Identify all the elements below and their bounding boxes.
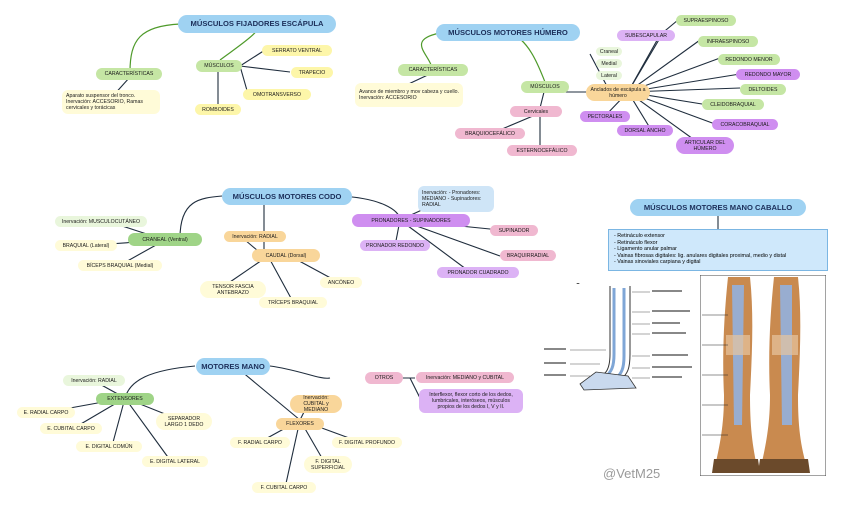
limb-diagram	[540, 284, 698, 402]
codo-title: MÚSCULOS MOTORES CODO	[222, 188, 352, 205]
mano-flex-item: F. DIGITAL SUPERFICIAL	[304, 456, 352, 473]
humero-item: DELTOIDES	[740, 84, 786, 95]
humero-item: SUBESCAPULAR	[617, 30, 675, 41]
fijadores-item: OMOTRANSVERSO	[243, 89, 311, 100]
mano-flex-item: F. CUBITAL CARPO	[252, 482, 316, 493]
humero-cervical-item: BRAQUIOCEFÁLICO	[455, 128, 525, 139]
codo-prono-item: SUPINADOR	[490, 225, 538, 236]
caballo-item: - Vainas sinoviales carpiana y digital	[614, 259, 701, 266]
mano-flex-inerv: Inervación: CUBITAL y MEDIANO	[290, 395, 342, 413]
caballo-item: - Vainas fibrosas digitales: lig. anular…	[614, 252, 787, 259]
humero-item: CLEIDOBRAQUIAL	[702, 99, 764, 110]
humero-position: Medial	[596, 59, 622, 68]
mano-title: MOTORES MANO	[196, 358, 270, 375]
caballo-item: - Retináculo extensor	[614, 233, 665, 239]
fijadores-item: SERRATO VENTRAL	[262, 45, 332, 56]
codo-caudal: CAUDAL (Dorsal)	[252, 249, 320, 262]
codo-caudal-inerv: Inervación: RADIAL	[224, 231, 286, 242]
mano-ext-item: SEPARADOR LARGO 1 DEDO	[156, 413, 212, 430]
caballo-item: - Ligamento anular palmar	[614, 246, 677, 253]
codo-prono-inerv: Inervación: - Pronadores: MEDIANO - Supi…	[418, 186, 494, 212]
humero-item: CORACOBRAQUIAL	[712, 119, 778, 130]
codo-prono: PRONADORES - SUPINADORES	[352, 214, 470, 227]
codo-craneal-item: BÍCEPS BRAQUIAL (Medial)	[78, 260, 162, 271]
codo-craneal-inerv: Inervación: MUSCULOCUTÁNEO	[55, 216, 147, 227]
humero-anclados: Anclados de escápula a húmero	[586, 84, 650, 101]
connector	[129, 23, 181, 73]
humero-cervical-item: ESTERNOCEFÁLICO	[507, 145, 577, 156]
watermark: @VetM25	[603, 466, 661, 481]
humero-item: PECTORALES	[580, 111, 630, 122]
codo-caudal-item: TENSOR FASCIA ANTEBRAZO	[200, 281, 266, 298]
caballo-list: - Retináculo extensor - Retináculo flexo…	[608, 229, 828, 271]
connector	[421, 32, 441, 69]
caballo-title: MÚSCULOS MOTORES MANO CABALLO	[630, 199, 806, 216]
humero-item: SUPRAESPINOSO	[676, 15, 736, 26]
fijadores-title: MÚSCULOS FIJADORES ESCÁPULA	[178, 15, 336, 33]
codo-prono-item: BRAQUIRRADIAL	[500, 250, 556, 261]
fijadores-musculos: MÚSCULOS	[196, 60, 242, 72]
codo-caudal-item: TRÍCEPS BRAQUIAL	[259, 297, 327, 308]
humero-item: ARTICULAR DEL HÚMERO	[676, 137, 734, 154]
humero-item: INFRAESPINOSO	[698, 36, 758, 47]
horse-leg-anatomy-illustration	[700, 275, 826, 476]
codo-prono-item: PRONADOR CUADRADO	[437, 267, 519, 278]
mano-otros: OTROS	[365, 372, 403, 384]
fijadores-item: TRAPECIO	[291, 67, 333, 78]
humero-position: Lateral	[596, 71, 622, 80]
mano-extensores: EXTENSORES	[96, 393, 154, 405]
mano-ext-item: E. DIGITAL LATERAL	[142, 456, 208, 467]
mano-ext-item: E. RADIAL CARPO	[17, 407, 75, 418]
fijadores-item: ROMBOIDES	[195, 104, 241, 115]
mano-ext-inerv: Inervación: RADIAL	[63, 375, 125, 386]
mano-otros-text: Interflexor, flexor corto de los dedos, …	[419, 389, 523, 413]
codo-caudal-item: ANCÓNEO	[320, 277, 362, 288]
humero-position: Craneal	[596, 47, 622, 56]
humero-item: DORSAL ANCHO	[617, 125, 673, 136]
fijadores-caracteristicas: CARACTERÍSTICAS	[96, 68, 162, 80]
humero-caracteristicas-text: Avance de miembro y mov cabeza y cuello.…	[355, 83, 463, 107]
mano-flex-item: F. DIGITAL PROFUNDO	[332, 437, 402, 448]
codo-prono-item: PRONADOR REDONDO	[360, 240, 430, 251]
humero-item: REDONDO MENOR	[718, 54, 780, 65]
humero-item: REDONDO MAYOR	[736, 69, 800, 80]
caballo-item: - Retináculo flexor	[614, 239, 658, 246]
fijadores-caracteristicas-text: Aparato suspensor del tronco. Inervación…	[62, 90, 160, 114]
mano-flex-item: F. RADIAL CARPO	[230, 437, 290, 448]
mano-ext-item: E. DIGITAL COMÚN	[76, 441, 142, 452]
humero-caracteristicas: CARACTERÍSTICAS	[398, 64, 468, 76]
humero-cervicales: Cervicales	[510, 106, 562, 117]
mano-flexores: FLEXORES	[276, 418, 324, 430]
codo-craneal: CRANEAL (Ventral)	[128, 233, 202, 246]
mano-ext-item: E. CUBITAL CARPO	[40, 423, 102, 434]
humero-title: MÚSCULOS MOTORES HÚMERO	[436, 24, 580, 41]
humero-musculos: MÚSCULOS	[521, 81, 569, 93]
mano-otros-inerv: Inervación: MEDIANO y CUBITAL	[416, 372, 514, 383]
codo-craneal-item: BRAQUIAL (Lateral)	[55, 240, 117, 251]
